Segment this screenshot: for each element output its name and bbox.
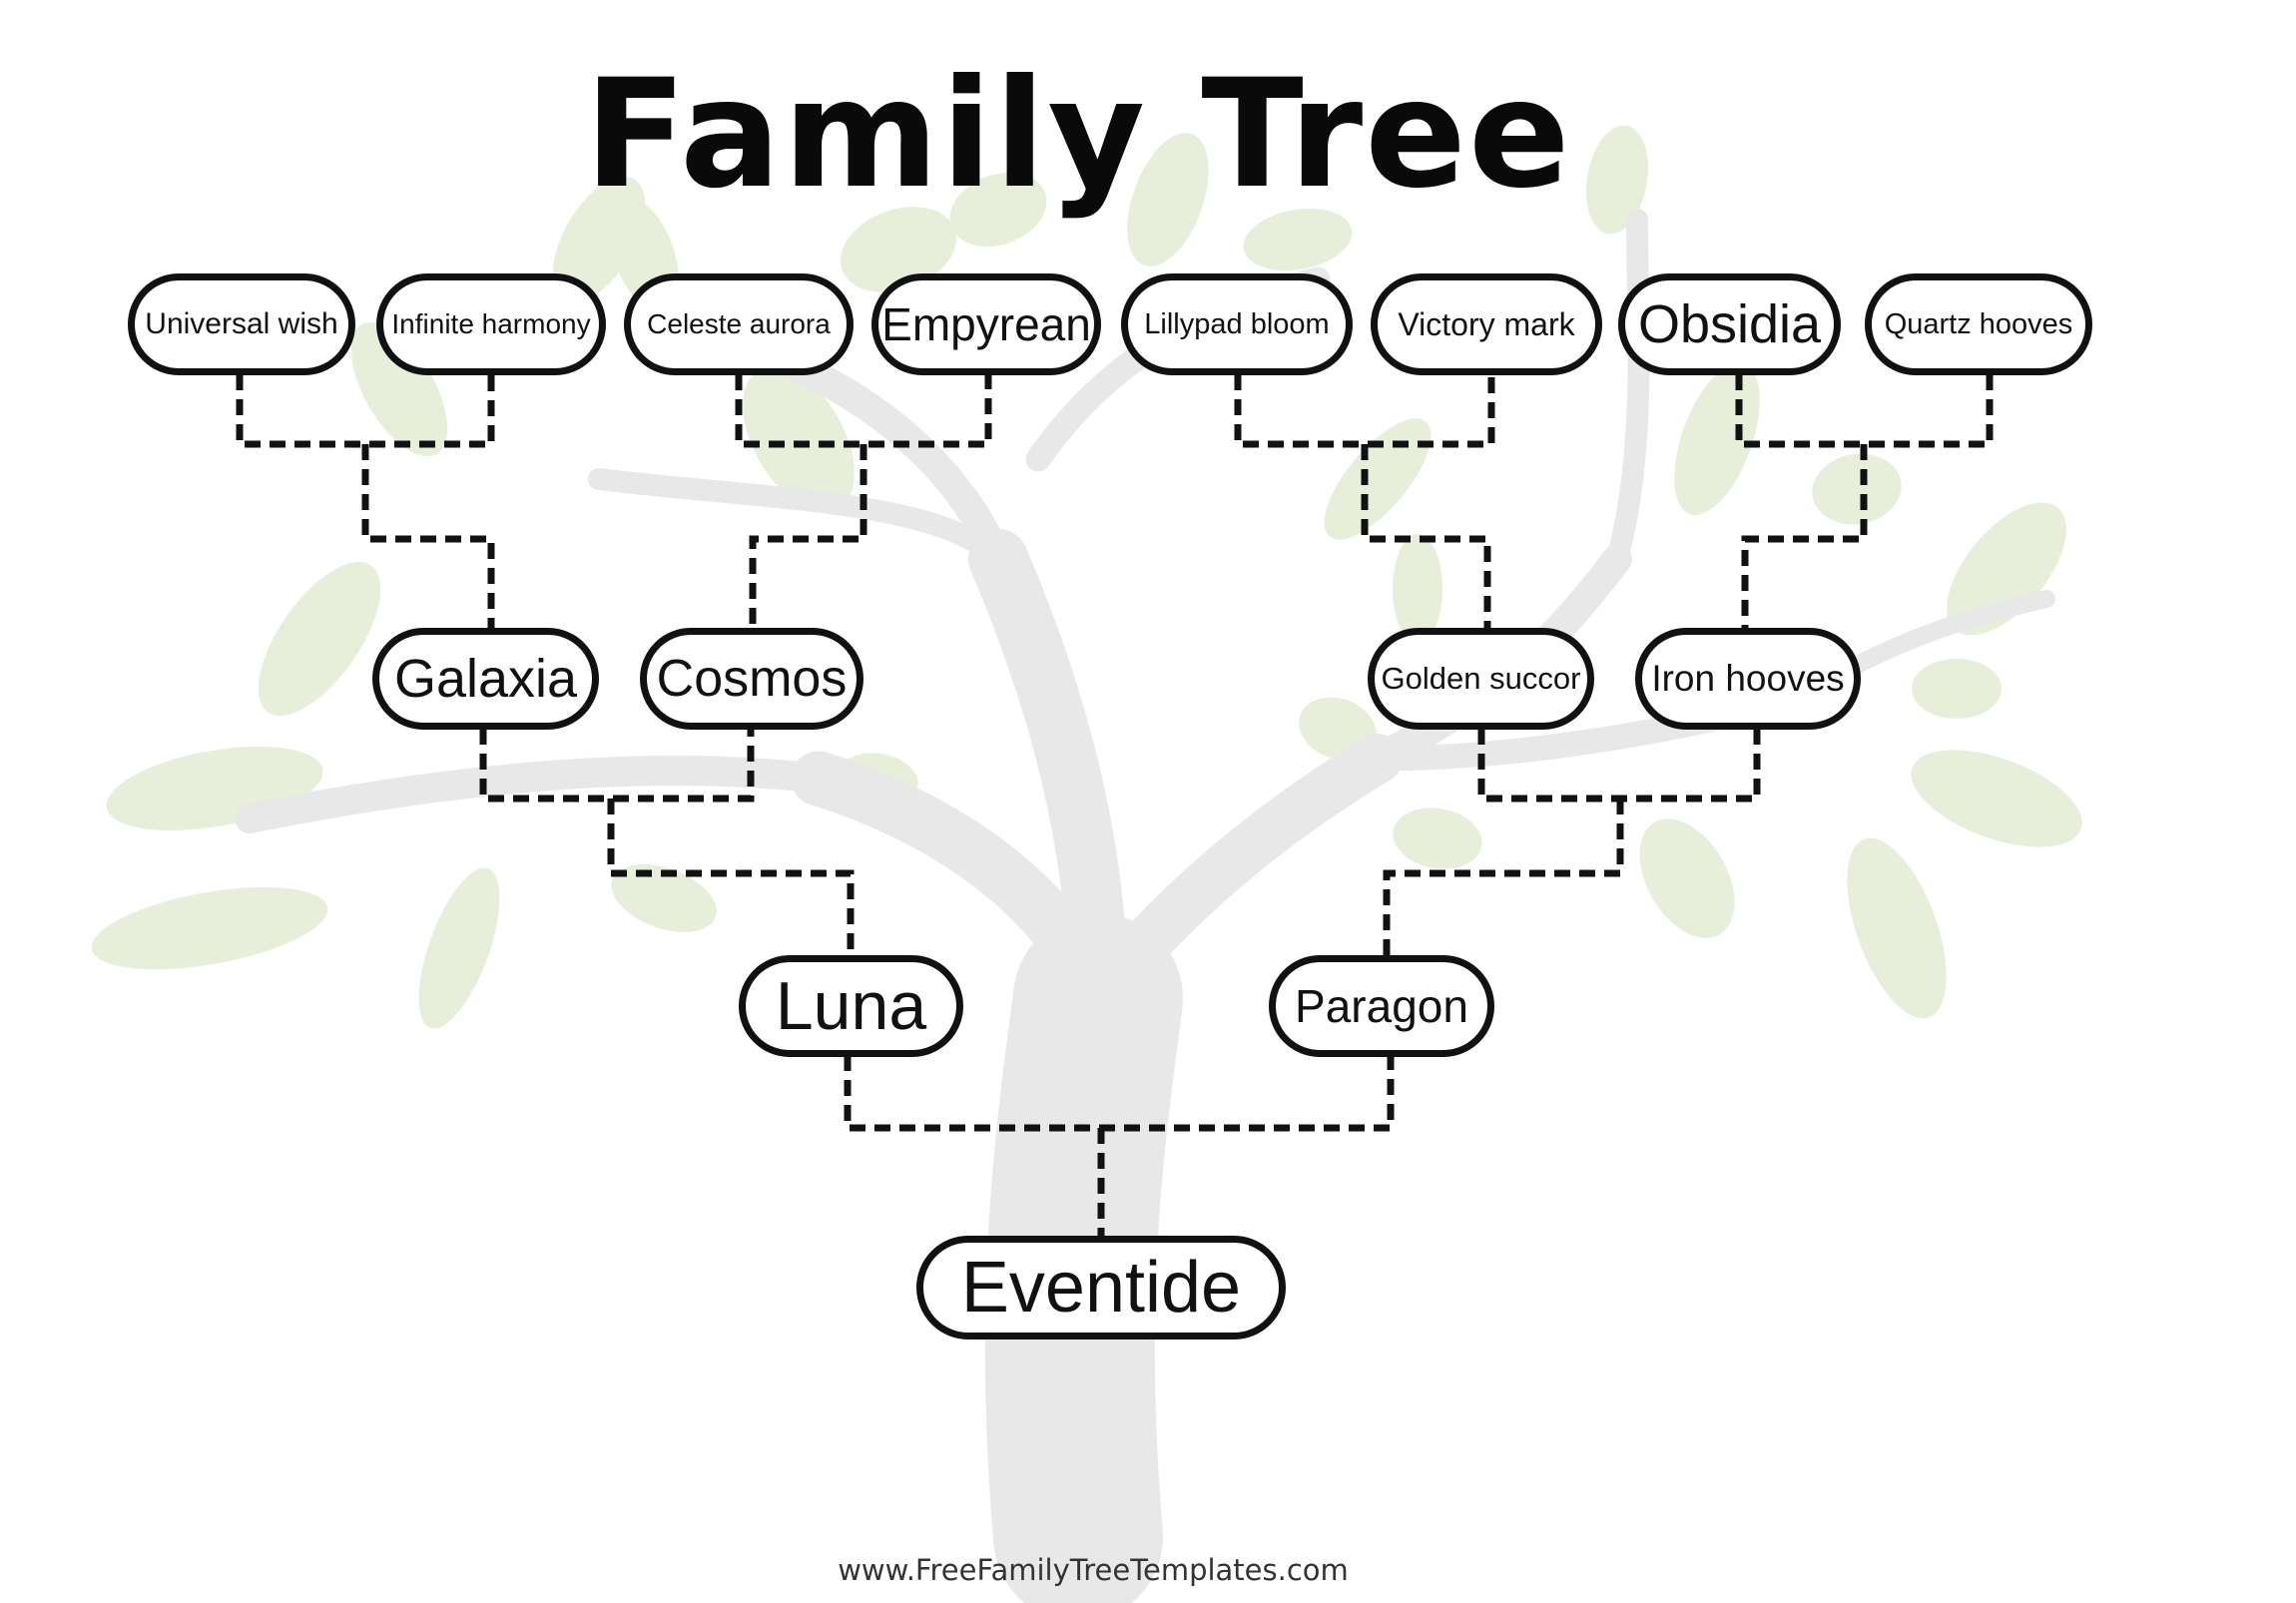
connector-universal-infinite-to-galaxia <box>236 374 495 629</box>
connector-obsidia-quartz-to-iron <box>1735 374 1994 629</box>
connector-celeste-empyrean-to-cosmos <box>735 374 992 629</box>
person-name: Paragon <box>1295 980 1468 1032</box>
person-node-luna[interactable]: Luna <box>739 955 963 1057</box>
person-name: Quartz hooves <box>1884 307 2073 340</box>
person-node-galaxia[interactable]: Galaxia <box>372 628 599 730</box>
person-name: Victory mark <box>1398 305 1575 342</box>
person-node-victory-mark[interactable]: Victory mark <box>1371 273 1602 375</box>
person-node-cosmos[interactable]: Cosmos <box>640 628 863 730</box>
person-name: Eventide <box>960 1248 1242 1328</box>
connector-golden-iron-to-paragon <box>1383 729 1761 958</box>
person-name: Golden succor <box>1381 661 1581 696</box>
person-node-lillypad-bloom[interactable]: Lillypad bloom <box>1121 273 1353 375</box>
person-node-empyrean[interactable]: Empyrean <box>871 273 1101 375</box>
connector-luna-paragon-to-eventide <box>844 1055 1395 1238</box>
person-name: Obsidia <box>1637 294 1822 354</box>
person-node-obsidia[interactable]: Obsidia <box>1618 273 1841 375</box>
person-node-infinite-harmony[interactable]: Infinite harmony <box>376 273 606 375</box>
person-node-universal-wish[interactable]: Universal wish <box>128 273 355 375</box>
person-name: Galaxia <box>393 649 578 709</box>
page-title: Family Tree <box>584 48 1572 222</box>
person-node-celeste-aurora[interactable]: Celeste aurora <box>624 273 854 375</box>
person-name: Empyrean <box>881 298 1091 350</box>
person-name: Celeste aurora <box>647 308 831 339</box>
footer-website-link[interactable]: www.FreeFamilyTreeTemplates.com <box>838 1553 1349 1587</box>
person-name: Infinite harmony <box>391 308 591 339</box>
person-name: Cosmos <box>656 650 848 708</box>
connector-galaxia-cosmos-to-luna <box>479 729 855 958</box>
person-node-quartz-hooves[interactable]: Quartz hooves <box>1865 273 2092 375</box>
person-name: Lillypad bloom <box>1144 307 1330 340</box>
person-node-eventide[interactable]: Eventide <box>916 1236 1286 1339</box>
person-name: Iron hooves <box>1651 658 1845 699</box>
person-node-iron-hooves[interactable]: Iron hooves <box>1635 628 1861 730</box>
person-name: Universal wish <box>145 307 338 340</box>
connector-lillypad-victory-to-golden <box>1234 374 1495 629</box>
person-node-golden-succor[interactable]: Golden succor <box>1368 628 1594 730</box>
person-node-paragon[interactable]: Paragon <box>1269 955 1494 1057</box>
person-name: Luna <box>775 968 927 1044</box>
